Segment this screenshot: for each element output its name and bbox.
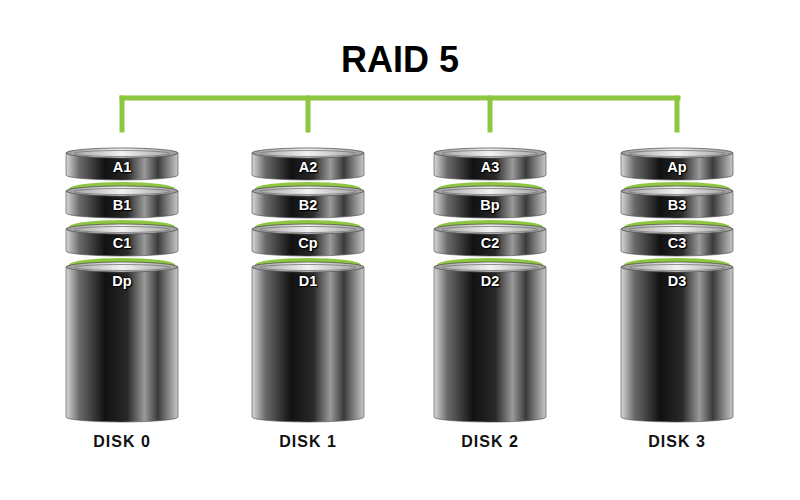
- segment-top: [434, 224, 546, 234]
- disk-label: DISK 3: [601, 432, 753, 452]
- block-label: Dp: [66, 262, 178, 292]
- segment-top: [621, 186, 733, 196]
- block-label: A1: [66, 148, 178, 178]
- block-label: D1: [252, 262, 364, 292]
- block-label: B2: [252, 186, 364, 216]
- segment-top: [621, 224, 733, 234]
- segment-rim: [442, 151, 538, 157]
- bracket-drop: [306, 98, 311, 130]
- segment-top: [66, 262, 178, 272]
- stripe-block: A2: [252, 148, 364, 180]
- segment-top: [252, 224, 364, 234]
- segment-rim: [74, 227, 170, 233]
- block-label: D2: [434, 262, 546, 292]
- stripe-block: C3: [621, 224, 733, 256]
- segment-rim: [260, 151, 356, 157]
- disk-label: DISK 2: [414, 432, 566, 452]
- segment-body: [621, 267, 733, 422]
- stripe-block: C2: [434, 224, 546, 256]
- segment-top: [621, 148, 733, 158]
- block-label: A2: [252, 148, 364, 178]
- stripe-block: Bp: [434, 186, 546, 218]
- segment-top: [434, 148, 546, 158]
- block-label: B3: [621, 186, 733, 216]
- segment-top: [66, 186, 178, 196]
- bracket-drop: [120, 98, 125, 130]
- segment-top: [252, 186, 364, 196]
- diagram-title: RAID 5: [0, 38, 800, 82]
- stripe-block: B3: [621, 186, 733, 218]
- stripe-block: Ap: [621, 148, 733, 180]
- block-label: Cp: [252, 224, 364, 254]
- segment-top: [621, 262, 733, 272]
- segment-rim: [260, 189, 356, 195]
- segment-rim: [442, 227, 538, 233]
- bracket-drop: [488, 98, 493, 130]
- segment-top: [252, 148, 364, 158]
- segment-top: [434, 262, 546, 272]
- segment-top: [66, 224, 178, 234]
- disk-cylinder: A1B1C1DpDISK 0: [66, 148, 178, 422]
- segment-rim: [74, 151, 170, 157]
- bracket-drop: [675, 98, 680, 130]
- stripe-block: D2: [434, 262, 546, 422]
- block-label: Bp: [434, 186, 546, 216]
- segment-rim: [442, 265, 538, 271]
- block-label: Ap: [621, 148, 733, 178]
- stripe-block: Dp: [66, 262, 178, 422]
- stripe-block: A3: [434, 148, 546, 180]
- disk-cylinder: ApB3C3D3DISK 3: [621, 148, 733, 422]
- block-label: B1: [66, 186, 178, 216]
- stripe-block: Cp: [252, 224, 364, 256]
- stripe-block: B2: [252, 186, 364, 218]
- segment-top: [66, 148, 178, 158]
- segment-body: [434, 267, 546, 422]
- disk-cylinder: A2B2CpD1DISK 1: [252, 148, 364, 422]
- segment-rim: [442, 189, 538, 195]
- block-label: C3: [621, 224, 733, 254]
- segment-body: [252, 267, 364, 422]
- bracket-bar: [122, 96, 678, 101]
- segment-rim: [74, 189, 170, 195]
- segment-rim: [260, 265, 356, 271]
- disk-label: DISK 1: [232, 432, 384, 452]
- segment-body: [66, 267, 178, 422]
- disk-label: DISK 0: [46, 432, 198, 452]
- block-label: C1: [66, 224, 178, 254]
- segment-rim: [74, 265, 170, 271]
- stripe-block: C1: [66, 224, 178, 256]
- segment-rim: [629, 227, 725, 233]
- stripe-block: B1: [66, 186, 178, 218]
- block-label: A3: [434, 148, 546, 178]
- disk-cylinder: A3BpC2D2DISK 2: [434, 148, 546, 422]
- block-label: D3: [621, 262, 733, 292]
- block-label: C2: [434, 224, 546, 254]
- segment-rim: [260, 227, 356, 233]
- segment-rim: [629, 189, 725, 195]
- segment-top: [252, 262, 364, 272]
- stripe-block: D1: [252, 262, 364, 422]
- segment-rim: [629, 151, 725, 157]
- segment-rim: [629, 265, 725, 271]
- segment-top: [434, 186, 546, 196]
- stripe-block: A1: [66, 148, 178, 180]
- stripe-block: D3: [621, 262, 733, 422]
